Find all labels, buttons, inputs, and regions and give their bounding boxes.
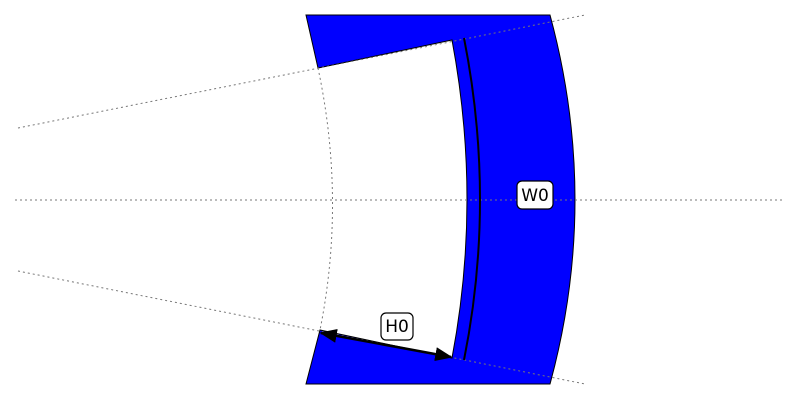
inner-boundary-line <box>463 37 481 361</box>
guide-inner-arc <box>317 67 334 331</box>
w0-label: W0 <box>516 180 554 210</box>
h0-label-text: H0 <box>385 317 409 337</box>
w0-label-text: W0 <box>521 186 549 206</box>
h0-label: H0 <box>380 312 414 341</box>
guide-upper-ray <box>17 14 586 129</box>
h0-dimension-arrow <box>319 328 453 362</box>
magnet-region <box>305 14 576 385</box>
guide-lower-ray <box>17 270 586 385</box>
